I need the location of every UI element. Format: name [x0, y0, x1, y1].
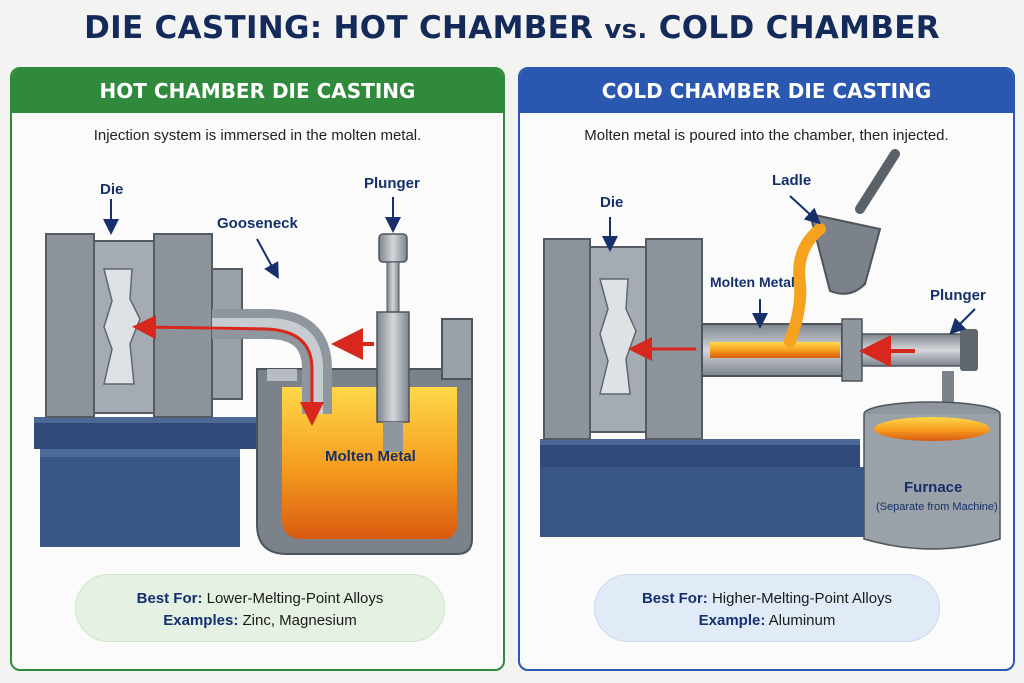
title-main: DIE CASTING: HOT CHAMBER — [84, 10, 594, 46]
hot-metal-pot — [256, 318, 473, 555]
cold-die — [543, 238, 703, 440]
hot-examples-value: Zinc, Magnesium — [242, 612, 357, 629]
title-end: COLD CHAMBER — [658, 10, 940, 46]
hot-molten-metal-pool — [282, 387, 457, 539]
cold-best-for-value: Higher-Melting-Point Alloys — [711, 590, 893, 607]
hot-examples-label: Examples: — [163, 612, 239, 629]
hot-plunger-label: Plunger — [364, 175, 420, 192]
cold-machine-base — [540, 467, 870, 537]
cold-ladle-label: Ladle — [772, 172, 812, 189]
hot-plunger — [376, 233, 410, 452]
title-vs: vs. — [604, 15, 648, 45]
hot-best-for-value: Lower-Melting-Point Alloys — [206, 590, 384, 607]
cold-example: Example: Aluminum — [595, 610, 939, 632]
hot-chamber-diagram — [34, 197, 473, 555]
cold-plunger-label: Plunger — [930, 287, 986, 304]
cold-best-for-label: Best For: — [641, 590, 708, 607]
cold-example-label: Example: — [698, 612, 766, 629]
cold-chamber-subtitle: Molten metal is poured into the chamber,… — [584, 127, 949, 144]
cold-die-label: Die — [600, 194, 624, 211]
hot-chamber-subtitle: Injection system is immersed in the molt… — [93, 127, 422, 144]
hot-gooseneck-label: Gooseneck — [217, 215, 298, 232]
hot-examples: Examples: Zinc, Magnesium — [76, 610, 444, 632]
cold-furnace-label: Furnace — [904, 479, 963, 496]
hot-chamber-header: HOT CHAMBER DIE CASTING — [12, 69, 503, 113]
hot-chamber-panel: HOT CHAMBER DIE CASTING Injection system… — [10, 67, 505, 671]
hot-molten-metal-label: Molten Metal — [325, 448, 416, 465]
page-title: DIE CASTING: HOT CHAMBER vs. COLD CHAMBE… — [0, 10, 1024, 46]
hot-die-label: Die — [100, 181, 124, 198]
cold-molten-metal-label: Molten Metal — [710, 274, 795, 290]
cold-example-value: Aluminum — [768, 612, 836, 629]
cold-pour-stream — [784, 223, 826, 347]
hot-machine-base — [40, 447, 240, 547]
cold-furnace-note: (Separate from Machine) — [876, 501, 998, 513]
cold-chamber-diagram — [540, 149, 1001, 550]
hot-info-box: Best For: Lower-Melting-Point Alloys Exa… — [75, 574, 445, 642]
hot-best-for: Best For: Lower-Melting-Point Alloys — [76, 588, 444, 610]
hot-best-for-label: Best For: — [136, 590, 203, 607]
hot-flow-arrow — [132, 315, 314, 414]
cold-chamber-header: COLD CHAMBER DIE CASTING — [520, 69, 1013, 113]
cold-ladle — [808, 149, 900, 295]
cold-furnace — [863, 371, 1001, 550]
cold-chamber-panel: COLD CHAMBER DIE CASTING Molten metal is… — [518, 67, 1015, 671]
cold-info-box: Best For: Higher-Melting-Point Alloys Ex… — [594, 574, 940, 642]
cold-best-for: Best For: Higher-Melting-Point Alloys — [595, 588, 939, 610]
